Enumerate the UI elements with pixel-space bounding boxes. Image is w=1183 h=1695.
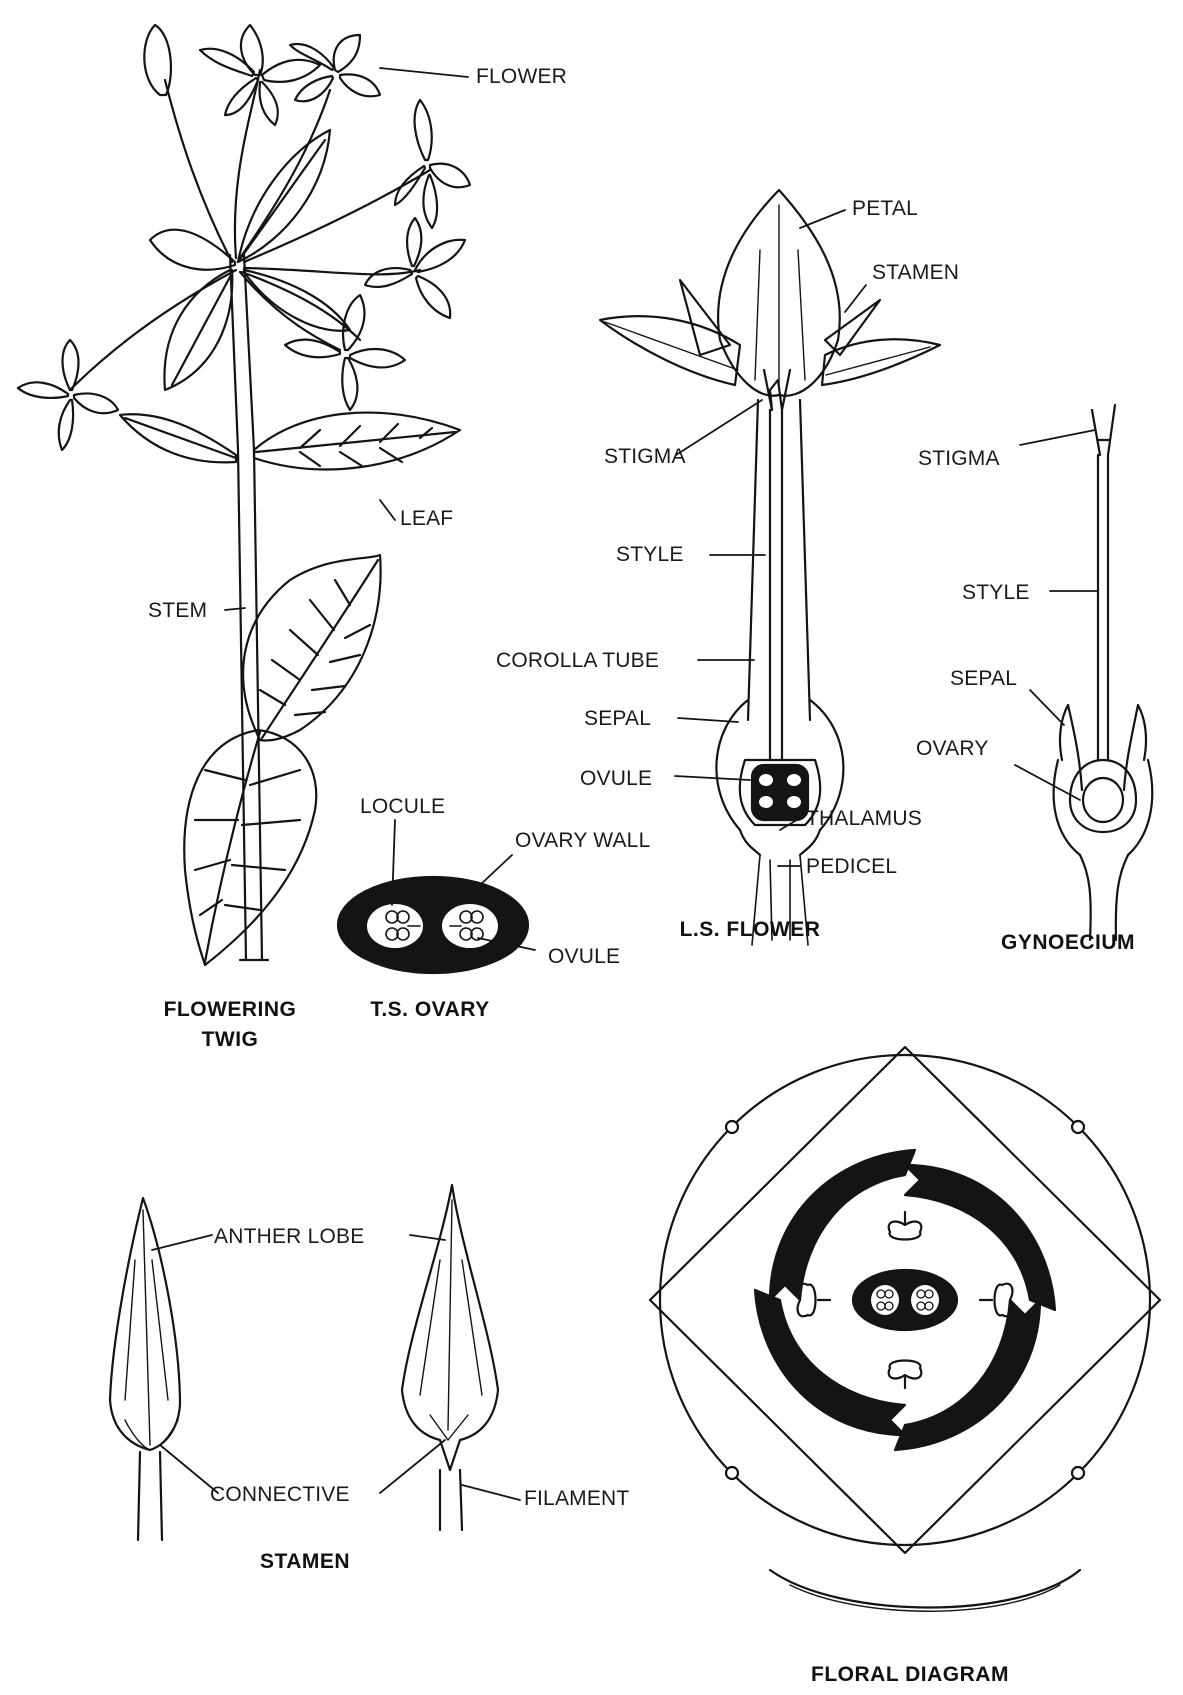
- twig-flower-3: [395, 100, 470, 228]
- fd-bract: [770, 1570, 1080, 1608]
- label-ls-ovule: OVULE: [580, 768, 652, 789]
- label-ls-style: STYLE: [616, 544, 684, 565]
- ls-corolla-tube: [748, 400, 810, 720]
- label-gyn-ovary: OVARY: [916, 738, 989, 759]
- label-gyn-stigma: STIGMA: [918, 448, 1000, 469]
- caption-ls-flower: L.S. FLOWER: [660, 915, 840, 945]
- label-thalamus: THALAMUS: [806, 808, 922, 829]
- label-flower: FLOWER: [476, 66, 567, 87]
- twig-flower-5: [285, 295, 405, 410]
- caption-gynoecium: GYNOECIUM: [978, 928, 1158, 958]
- ls-petal-right: [822, 339, 940, 385]
- twig-stem: [238, 450, 262, 960]
- label-ls-sepal: SEPAL: [584, 708, 651, 729]
- ls-flower-illustration: [600, 190, 940, 945]
- ls-stigma: [764, 370, 790, 410]
- twig-leaf-lower: [184, 730, 316, 965]
- label-ts-ovule: OVULE: [548, 946, 620, 967]
- label-leaf: LEAF: [400, 508, 453, 529]
- twig-flower-1: [200, 25, 320, 125]
- label-stamen: STAMEN: [872, 262, 959, 283]
- gyn-calyx: [1054, 760, 1153, 855]
- stamen-filament-front: [138, 1452, 162, 1540]
- label-anther-lobe: ANTHER LOBE: [214, 1226, 364, 1247]
- gynoecium-illustration: [1054, 405, 1153, 940]
- label-pedicel: PEDICEL: [806, 856, 897, 877]
- twig-leaf-left: [120, 414, 236, 462]
- caption-flowering-twig-line2: TWIG: [202, 1028, 259, 1051]
- gyn-sepal-left: [1060, 705, 1082, 790]
- label-petal: PETAL: [852, 198, 918, 219]
- floral-diagram-illustration: [650, 1047, 1160, 1611]
- caption-flowering-twig-line1: FLOWERING: [164, 998, 297, 1021]
- label-stem: STEM: [148, 600, 207, 621]
- label-gyn-style: STYLE: [962, 582, 1030, 603]
- flowering-twig-illustration: [18, 25, 470, 965]
- ls-thalamus: [740, 830, 820, 855]
- ls-style: [770, 410, 782, 760]
- caption-ts-ovary: T.S. OVARY: [340, 995, 520, 1025]
- label-connective: CONNECTIVE: [210, 1484, 350, 1505]
- label-filament: FILAMENT: [524, 1488, 629, 1509]
- fd-ovary: [853, 1270, 957, 1330]
- twig-flower-4: [365, 218, 465, 318]
- gyn-style: [1098, 455, 1108, 760]
- caption-stamen: STAMEN: [215, 1547, 395, 1577]
- twig-leaf-right: [254, 413, 460, 470]
- twig-leaf-mid: [243, 555, 380, 741]
- stamen-filament-side: [440, 1470, 462, 1530]
- stamen-anther-front: [110, 1198, 180, 1450]
- label-gyn-sepal: SEPAL: [950, 668, 1017, 689]
- label-ls-stigma: STIGMA: [604, 446, 686, 467]
- twig-flower-6: [18, 340, 118, 450]
- ls-stamen-right: [825, 300, 880, 355]
- twig-upper-leaves: [150, 130, 360, 390]
- label-locule: LOCULE: [360, 796, 445, 817]
- ts-ovary-illustration: [338, 877, 528, 973]
- label-ovary-wall: OVARY WALL: [515, 830, 650, 851]
- twig-pedicels: [70, 70, 430, 390]
- twig-flower-2: [290, 35, 380, 101]
- label-corolla-tube: COROLLA TUBE: [496, 650, 659, 671]
- gyn-sepal-right: [1124, 705, 1146, 790]
- caption-floral-diagram: FLORAL DIAGRAM: [770, 1660, 1050, 1690]
- caption-flowering-twig: FLOWERING TWIG: [140, 995, 320, 1056]
